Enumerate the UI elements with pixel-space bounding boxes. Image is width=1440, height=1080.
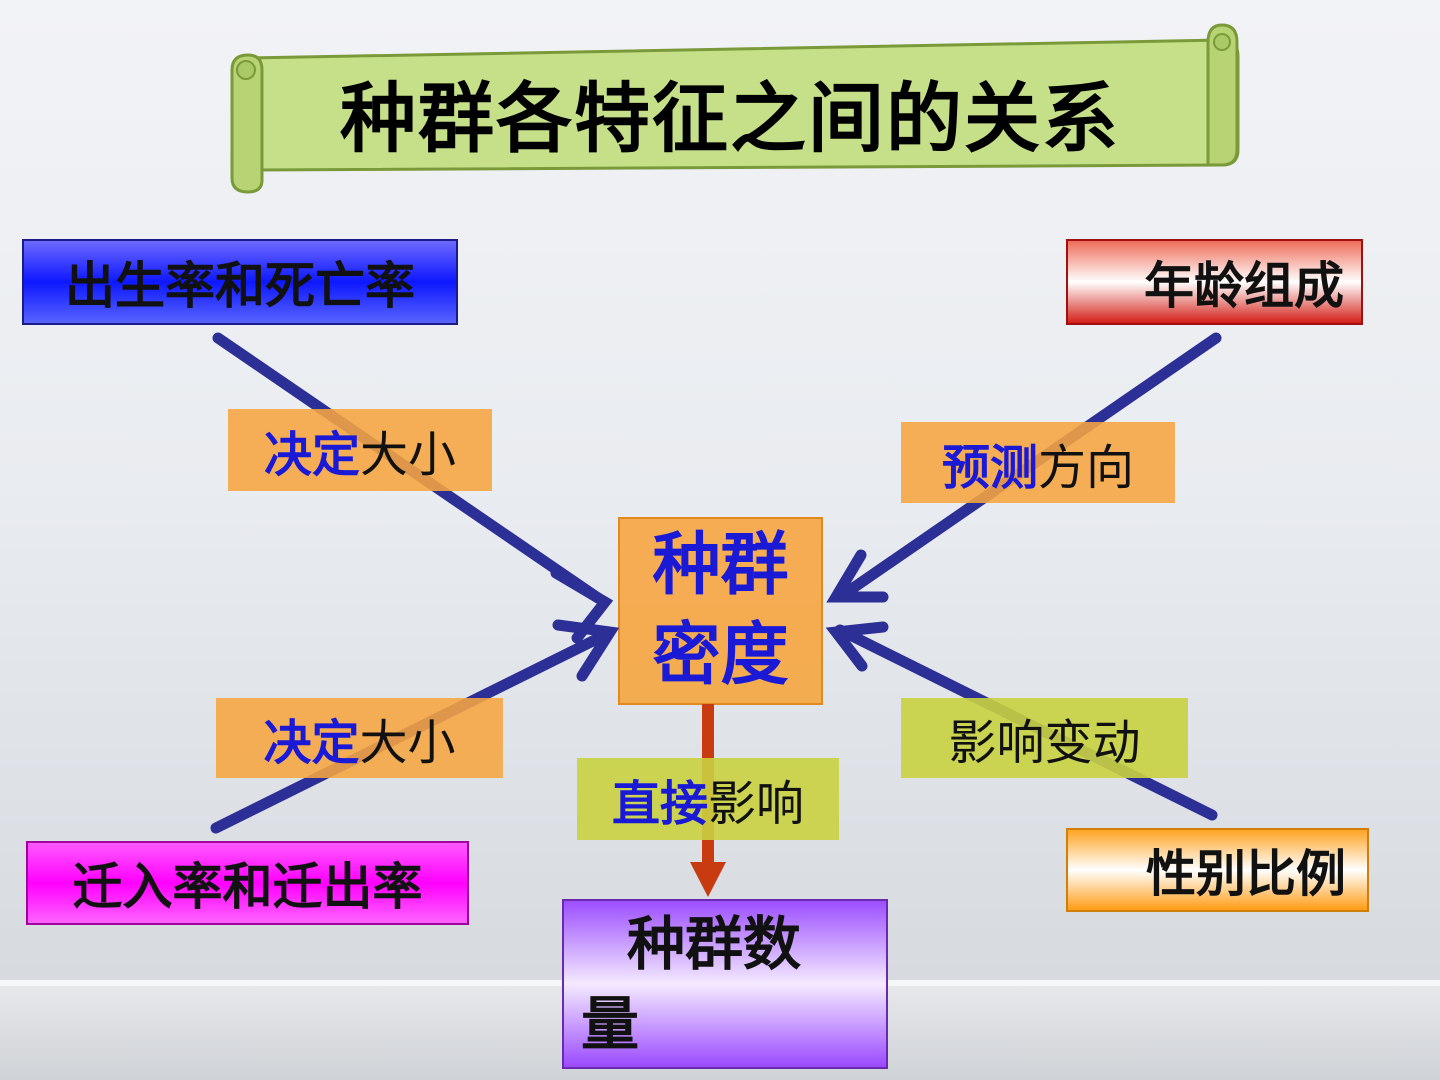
edge-label-migration-rest: 大小 xyxy=(360,703,456,773)
edge-label-density-to-size-rest: 影响 xyxy=(708,764,804,834)
edge-label-density-to-size: 直接影响 xyxy=(577,758,839,840)
edge-label-migration-key: 决定 xyxy=(263,703,359,773)
edge-label-sex-ratio-rest: 影响变动 xyxy=(948,703,1140,773)
edge-label-sex-ratio: 影响变动 xyxy=(901,698,1188,778)
node-sex-ratio: 性别比例 xyxy=(1067,829,1368,911)
edge-label-density-to-size-key: 直接 xyxy=(612,764,708,834)
node-birth-death: 出生率和死亡率 xyxy=(23,240,457,324)
edge-label-age-structure: 预测方向 xyxy=(901,422,1175,503)
edge-label-migration: 决定大小 xyxy=(216,698,503,778)
arrowhead-density-to-size xyxy=(690,862,726,897)
node-density-line2: 密度 xyxy=(652,611,788,701)
node-birth-death-label: 出生率和死亡率 xyxy=(65,246,415,318)
node-density: 种群 密度 xyxy=(619,518,822,704)
page-title: 种群各特征之间的关系 xyxy=(260,62,1200,162)
edge-label-birth-death-key: 决定 xyxy=(264,415,360,485)
node-population-size-line2: 量 xyxy=(581,984,639,1064)
edge-label-birth-death: 决定大小 xyxy=(228,409,492,491)
node-age-structure: 年龄组成 xyxy=(1067,240,1362,324)
edge-label-age-structure-key: 预测 xyxy=(942,428,1038,498)
node-population-size-line1: 种群数 xyxy=(581,904,801,984)
edge-label-birth-death-rest: 大小 xyxy=(360,415,456,485)
node-population-size: 种群数 量 xyxy=(563,900,887,1068)
node-sex-ratio-label: 性别比例 xyxy=(1146,834,1346,906)
node-density-line1: 种群 xyxy=(652,521,788,611)
node-migration-label: 迁入率和迁出率 xyxy=(73,847,423,919)
node-migration: 迁入率和迁出率 xyxy=(27,842,468,924)
node-age-structure-label: 年龄组成 xyxy=(1144,246,1344,318)
edge-label-age-structure-rest: 方向 xyxy=(1038,428,1134,498)
